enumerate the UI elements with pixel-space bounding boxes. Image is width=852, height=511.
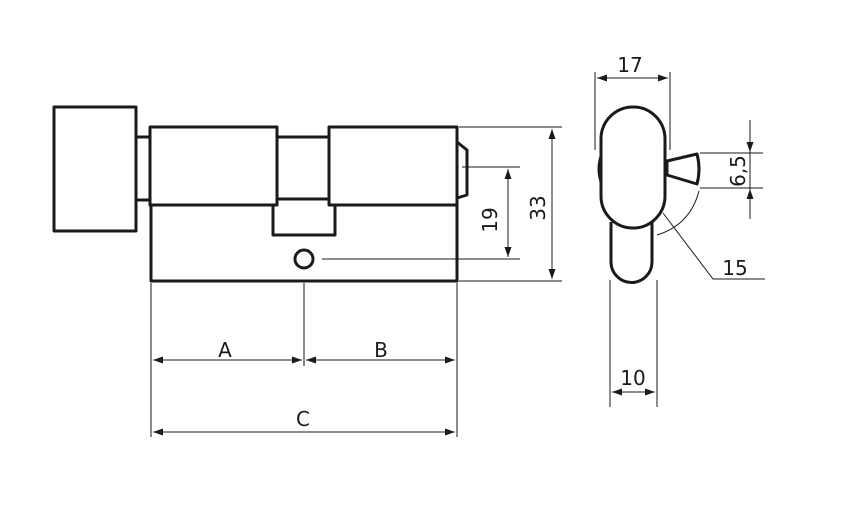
end-view: 17 6,5 15 10: [594, 53, 765, 407]
dim-c-label: C: [296, 407, 310, 431]
cylinder-body: [149, 205, 459, 283]
dim-a-label: A: [218, 338, 232, 362]
dim-10-extensions: [609, 280, 658, 407]
length-extensions: [150, 283, 458, 437]
dim-b-label: B: [374, 338, 388, 362]
dim-19-label: 19: [478, 207, 502, 232]
cam-notch: [271, 205, 337, 237]
dim-10-label: 10: [620, 366, 645, 390]
fixing-hole: [293, 248, 315, 270]
thumb-turn-head: [599, 105, 667, 230]
dim-19-extensions: [322, 166, 520, 260]
thumb-turn-knob: [52, 105, 138, 233]
key-nub: [456, 140, 469, 200]
cam-radius-arc: [656, 190, 700, 236]
dim-33-label: 33: [526, 195, 550, 220]
cam-bit: [665, 152, 701, 186]
dim-6-5-extensions: [700, 152, 763, 189]
dim-15-label: 15: [722, 256, 747, 280]
dim-17-label: 17: [617, 53, 642, 77]
center-bar: [277, 135, 329, 201]
profile-tail: [609, 222, 654, 284]
dim-33-extensions: [459, 126, 562, 282]
side-view: 33 19 A B C: [52, 105, 562, 437]
dim-6-5-label: 6,5: [726, 155, 750, 187]
dim-15-leader: [662, 212, 765, 280]
knob-stem: [136, 135, 150, 202]
right-cylinder: [327, 125, 459, 207]
dim-17-extensions: [594, 72, 671, 150]
left-cylinder: [148, 125, 279, 207]
